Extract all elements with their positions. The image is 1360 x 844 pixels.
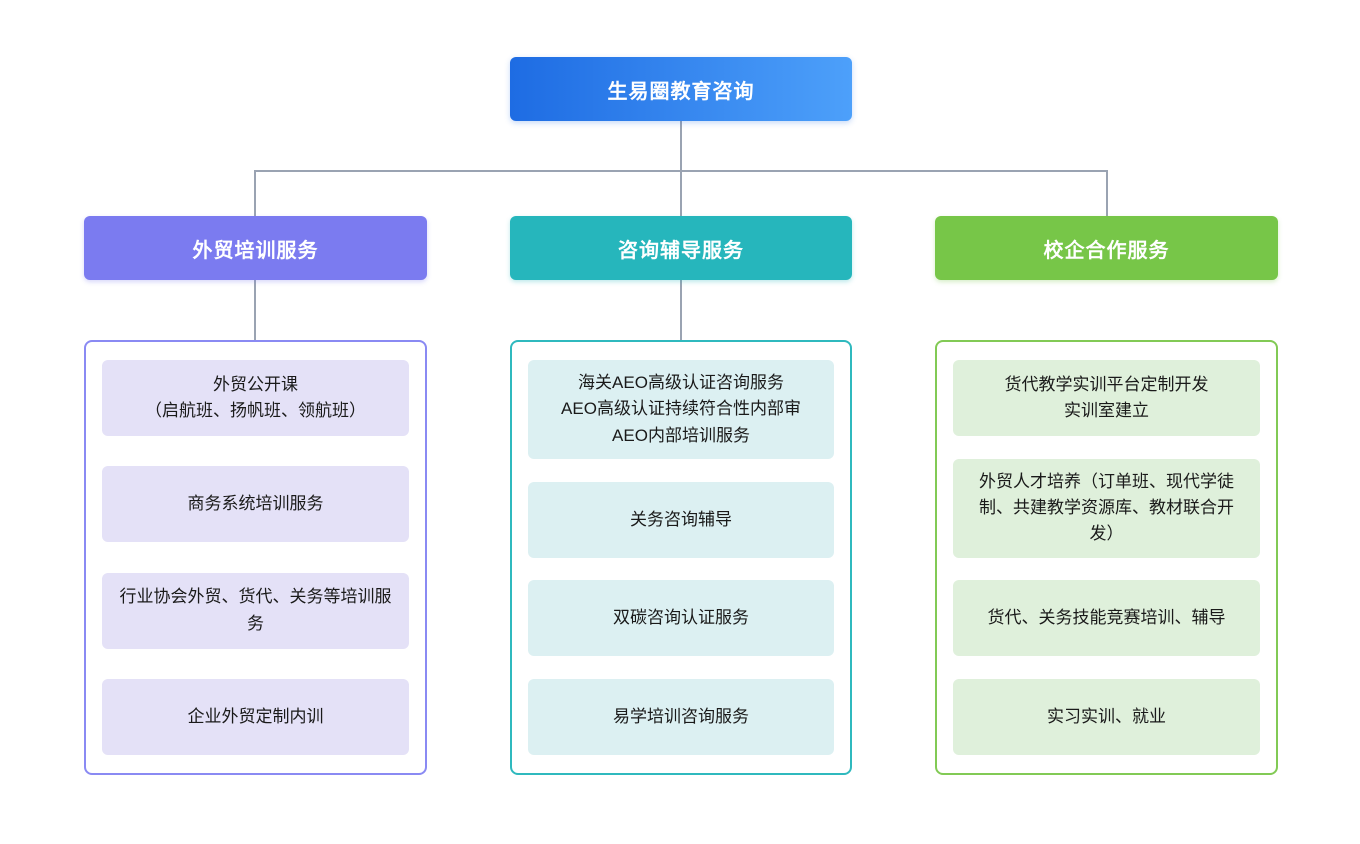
leaf-item: 货代教学实训平台定制开发 实训室建立 [953,360,1260,436]
leaf-item: 外贸人才培养（订单班、现代学徒制、共建教学资源库、教材联合开发） [953,458,1260,558]
connector-drop-branch-2 [680,170,682,217]
leaf-item: 企业外贸定制内训 [102,678,409,755]
leaf-item: 商务系统培训服务 [102,466,409,543]
branch-header-label: 外贸培训服务 [192,239,319,262]
leaf-item: 海关AEO高级认证咨询服务 AEO高级认证持续符合性内部审 AEO内部培训服务 [528,360,834,460]
leaf-item: 货代、关务技能竞赛培训、辅导 [953,580,1260,657]
branch-header-foreign-trade-training: 外贸培训服务 [84,216,427,280]
connector-drop-branch-1 [254,170,256,217]
branch-header-consulting-coaching: 咨询辅导服务 [510,216,852,280]
branch-panel-school-enterprise: 货代教学实训平台定制开发 实训室建立 外贸人才培养（订单班、现代学徒制、共建教学… [935,340,1278,775]
root-node-label: 生易圈教育咨询 [607,80,755,103]
connector-root-down [680,121,682,171]
leaf-item: 外贸公开课 （启航班、扬帆班、领航班） [102,360,409,436]
leaf-item: 实习实训、就业 [953,679,1260,755]
branch-header-label: 咨询辅导服务 [618,239,744,262]
branch-header-label: 校企合作服务 [1043,239,1170,262]
leaf-item: 行业协会外贸、货代、关务等培训服务 [102,572,409,649]
connector-branch-2-panel [680,280,682,341]
leaf-item: 关务咨询辅导 [528,481,834,558]
connector-branch-1-panel [254,280,256,341]
leaf-item: 双碳咨询认证服务 [528,580,834,657]
branch-panel-consulting-coaching: 海关AEO高级认证咨询服务 AEO高级认证持续符合性内部审 AEO内部培训服务 … [510,340,852,775]
connector-drop-branch-3 [1106,170,1108,217]
branch-panel-foreign-trade-training: 外贸公开课 （启航班、扬帆班、领航班） 商务系统培训服务 行业协会外贸、货代、关… [84,340,427,775]
leaf-item: 易学培训咨询服务 [528,679,834,755]
root-node: 生易圈教育咨询 [510,57,852,121]
branch-header-school-enterprise: 校企合作服务 [935,216,1278,280]
